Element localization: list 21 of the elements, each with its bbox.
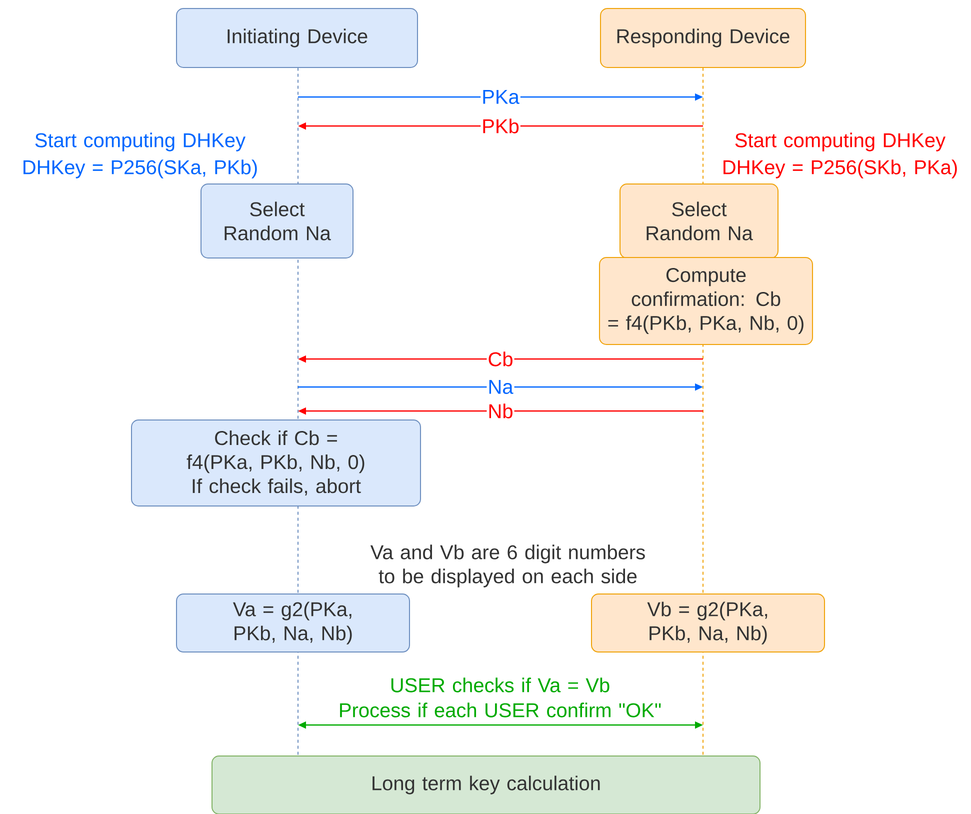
annotation-text: Process if each USER confirm "OK" (340, 702, 661, 718)
process-box: Responding Device (600, 8, 806, 68)
annotation-text: DHKey = P256(SKa, PKb) (24, 160, 257, 178)
process-box: Select Random Na (620, 184, 778, 258)
edge-label: Na (489, 380, 514, 394)
process-box: Long term key calculation (212, 756, 760, 814)
process-box: Compute confirmation: Cb = f4(PKb, PKa, Nb, 0) (599, 257, 814, 345)
note-text: Va and Vb are 6 digit numbers to be displayed on each side (370, 544, 645, 588)
annotation-text: DHKey = P256(SKb, PKa) (724, 160, 957, 178)
process-box: Initiating Device (176, 8, 418, 68)
annotation-text: USER checks if Va = Vb (391, 678, 610, 692)
process-box: Vb = g2(PKa, PKb, Na, Nb) (591, 594, 825, 652)
annotation-text: Start computing DHKey (35, 132, 246, 152)
annotation-text: Start computing DHKey (735, 132, 946, 152)
process-box: Check if Cb = f4(PKa, PKb, Nb, 0) If check fails, abort (131, 420, 421, 506)
process-box: Va = g2(PKa, PKb, Na, Nb) (176, 594, 410, 652)
edge-label: PKb (483, 118, 519, 134)
process-box: Select Random Na (200, 184, 354, 258)
edge-label: PKa (483, 90, 520, 104)
edge-label: Cb (488, 352, 512, 366)
edge-label: Nb (489, 404, 512, 418)
